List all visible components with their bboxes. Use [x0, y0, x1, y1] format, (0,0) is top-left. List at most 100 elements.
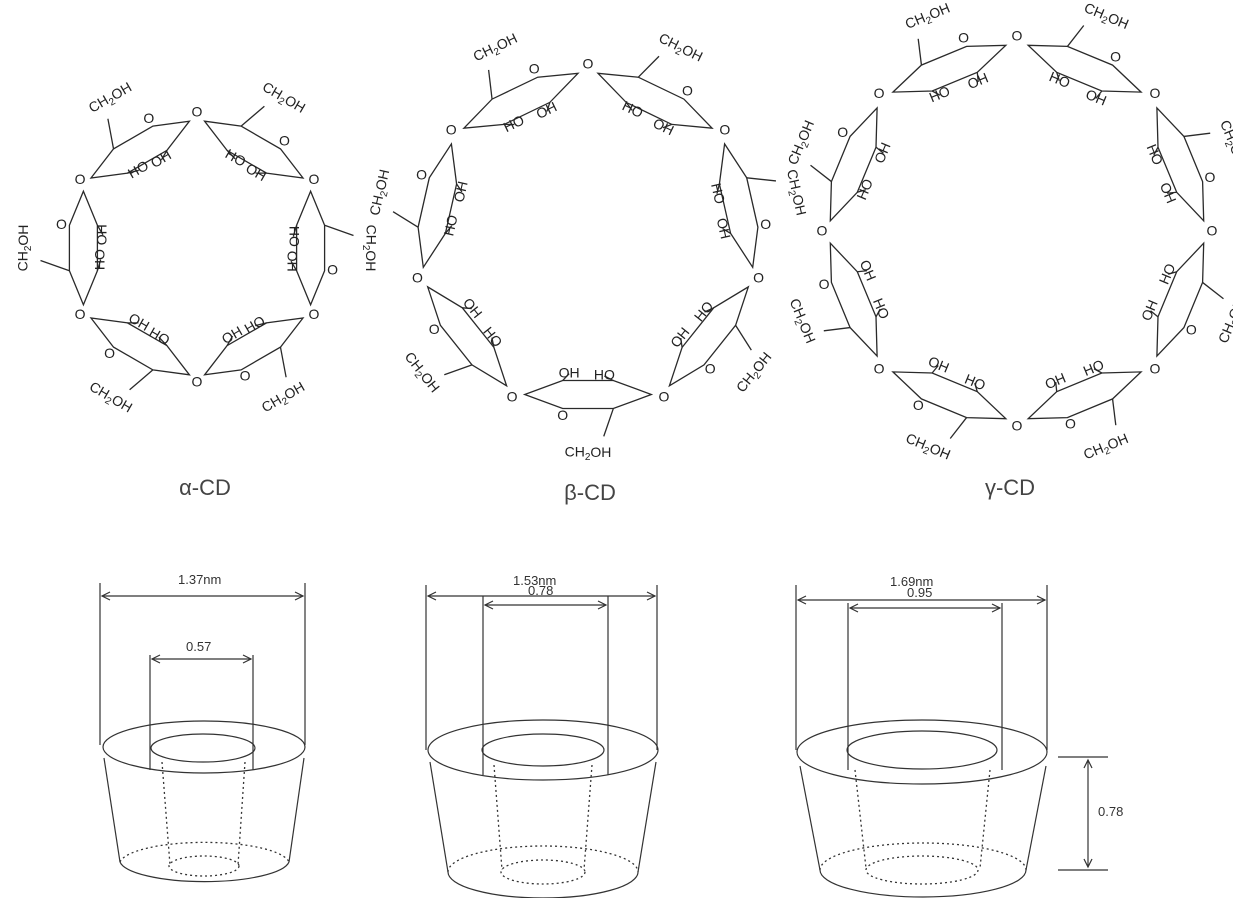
beta-sugar-ring: [525, 381, 652, 409]
gamma-top-hole: [847, 731, 997, 769]
gamma-ring-oxygen: O: [837, 124, 848, 140]
alpha-hydroxyl-group: OH: [94, 224, 110, 245]
beta-cd-label: β-CD: [564, 480, 616, 505]
beta-sugar-ring: [418, 144, 457, 267]
alpha-hydroxyl-group: OH: [219, 323, 245, 347]
gamma-ch2oh-group: CH2OH: [784, 296, 819, 346]
beta-ring-oxygen: O: [705, 361, 716, 377]
gamma-hydroxyl-group: HO: [962, 371, 988, 394]
beta-inner-diameter: 0.78: [528, 583, 553, 598]
alpha-ch2oh-group: CH2OH: [258, 78, 308, 118]
gamma-height: 0.78: [1098, 804, 1123, 819]
gamma-hydroxyl-group: HO: [927, 83, 953, 106]
alpha-ring-oxygen: O: [327, 261, 338, 277]
beta-hydroxyl-group: HO: [708, 181, 728, 205]
gamma-glycosidic-oxygen: O: [1012, 418, 1023, 434]
beta-hydroxyl-group: OH: [559, 364, 580, 380]
gamma-inner-diameter: 0.95: [907, 585, 932, 600]
alpha-ch2oh-group: CH2OH: [86, 78, 136, 118]
gamma-glycosidic-oxygen: O: [1149, 85, 1160, 101]
gamma-ring-oxygen: O: [1186, 321, 1197, 337]
beta-glycosidic-oxygen: O: [719, 122, 730, 138]
alpha-hydroxyl-group: OH: [284, 251, 300, 272]
alpha-ring-oxygen: O: [56, 216, 67, 232]
alpha-ring-oxygen: O: [240, 367, 251, 383]
beta-glycosidic-oxygen: O: [412, 270, 423, 286]
alpha-ch2oh-group: CH2OH: [360, 225, 379, 272]
beta-ring-oxygen: O: [682, 83, 693, 99]
gamma-glycosidic-oxygen: O: [1149, 361, 1160, 377]
beta-hydroxyl-group: OH: [533, 98, 559, 122]
gamma-hydroxyl-group: OH: [965, 69, 991, 92]
beta-glycosidic-oxygen: O: [446, 122, 457, 138]
alpha-glycosidic-oxygen: O: [192, 374, 203, 390]
alpha-cd-cavity-cone: 1.37nm 0.57: [100, 572, 305, 882]
gamma-hydroxyl-group: HO: [1144, 142, 1167, 168]
beta-ring-oxygen: O: [557, 407, 568, 423]
beta-hydroxyl-group: OH: [450, 180, 470, 204]
gamma-ring-oxygen: O: [958, 30, 969, 46]
beta-ch2oh-group: CH2OH: [470, 30, 520, 67]
gamma-hydroxyl-group: HO: [1156, 261, 1179, 287]
alpha-cd-label: α-CD: [179, 475, 231, 500]
alpha-ch2oh-group: CH2OH: [85, 378, 135, 418]
gamma-glycosidic-oxygen: O: [874, 361, 885, 377]
gamma-ring-oxygen: O: [913, 397, 924, 413]
gamma-ch2oh-group: CH2OH: [1214, 118, 1233, 168]
alpha-hydroxyl-group: OH: [243, 160, 269, 184]
alpha-sugar-ring: [69, 191, 97, 305]
alpha-hydroxyl-group: HO: [287, 226, 303, 247]
gamma-hydroxyl-group: OH: [1157, 180, 1180, 206]
beta-ch2oh-group: CH2OH: [655, 30, 705, 67]
gamma-hydroxyl-group: HO: [870, 296, 893, 322]
gamma-sugar-ring: [893, 372, 1006, 419]
beta-top-hole: [482, 734, 604, 766]
beta-sugar-ring: [719, 144, 758, 267]
gamma-ring-oxygen: O: [819, 276, 830, 292]
beta-ch2oh-group: CH2OH: [399, 349, 443, 397]
beta-ring-oxygen: O: [416, 167, 427, 183]
alpha-ring-oxygen: O: [143, 110, 154, 126]
beta-hydroxyl-group: OH: [714, 216, 734, 240]
gamma-sugar-ring: [1157, 108, 1204, 221]
beta-hydroxyl-group: HO: [480, 324, 506, 350]
gamma-hydroxyl-group: HO: [853, 176, 876, 202]
gamma-cd-cavity-cone: 1.69nm 0.95 0.78: [796, 574, 1123, 897]
beta-glycosidic-oxygen: O: [658, 388, 669, 404]
alpha-hydroxyl-group: HO: [91, 249, 107, 270]
gamma-hydroxyl-group: HO: [1047, 68, 1073, 91]
alpha-glycosidic-oxygen: O: [75, 171, 86, 187]
gamma-glycosidic-oxygen: O: [1207, 223, 1218, 239]
beta-hydroxyl-group: OH: [651, 115, 677, 139]
alpha-glycosidic-oxygen: O: [75, 306, 86, 322]
gamma-hydroxyl-group: HO: [1081, 356, 1107, 379]
beta-ch2oh-group: CH2OH: [565, 444, 612, 463]
gamma-sugar-ring: [1028, 45, 1141, 92]
beta-glycosidic-oxygen: O: [753, 270, 764, 286]
gamma-top-rim: [797, 720, 1047, 784]
beta-hydroxyl-group: OH: [460, 295, 486, 321]
gamma-hydroxyl-group: OH: [871, 140, 894, 166]
beta-top-rim: [428, 720, 658, 780]
gamma-glycosidic-oxygen: O: [1012, 28, 1023, 44]
alpha-hydroxyl-group: HO: [241, 312, 267, 336]
gamma-ch2oh-group: CH2OH: [1081, 430, 1131, 465]
alpha-ring-oxygen: O: [104, 345, 115, 361]
alpha-ch2oh-group: CH2OH: [15, 225, 34, 272]
gamma-sugar-ring: [893, 45, 1006, 92]
beta-ch2oh-group: CH2OH: [733, 349, 777, 397]
gamma-ring-oxygen: O: [1110, 48, 1121, 64]
gamma-hydroxyl-group: OH: [1083, 86, 1109, 109]
